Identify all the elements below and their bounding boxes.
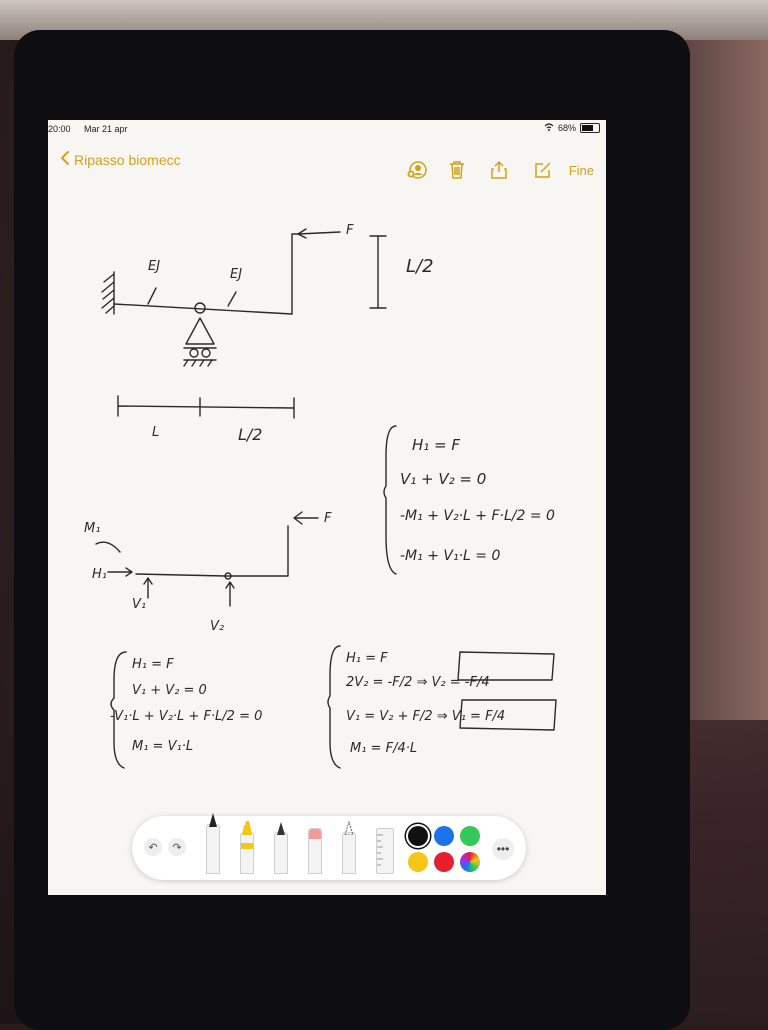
status-date: Mar 21 apr bbox=[84, 124, 128, 134]
eq2-line-2: V₁ + V₂ = 0 bbox=[132, 683, 207, 698]
status-time: 20:00 bbox=[48, 124, 71, 134]
battery-icon bbox=[580, 123, 600, 133]
status-right: 68% bbox=[544, 123, 600, 133]
eq1-line-1: H₁ = F bbox=[412, 436, 460, 454]
status-bar: 20:00 Mar 21 apr 68% bbox=[48, 120, 606, 138]
label-force-mid: F bbox=[324, 511, 332, 526]
eraser-tool-icon[interactable] bbox=[308, 828, 322, 874]
color-blue-swatch[interactable] bbox=[434, 826, 454, 846]
sketch-dimension bbox=[117, 395, 295, 419]
color-black-swatch[interactable] bbox=[408, 826, 428, 846]
done-button[interactable]: Fine bbox=[568, 162, 594, 178]
equation-system-2: H₁ = F V₁ + V₂ = 0 -V₁·L + V₂·L + F·L/2 … bbox=[110, 651, 262, 769]
eq3-line-3: V₁ = V₂ + F/2 ⇒ V₁ = F/4 bbox=[346, 709, 505, 724]
eq1-line-2: V₁ + V₂ = 0 bbox=[400, 470, 486, 488]
sketch-frame-2 bbox=[95, 511, 319, 607]
label-length: L bbox=[152, 425, 159, 440]
color-yellow-swatch[interactable] bbox=[408, 852, 428, 872]
share-icon[interactable] bbox=[487, 158, 511, 182]
equation-system-1: H₁ = F V₁ + V₂ = 0 -M₁ + V₂·L + F·L/2 = … bbox=[383, 425, 555, 575]
label-moment-m1: M₁ bbox=[84, 521, 100, 536]
nav-actions: Fine bbox=[405, 158, 606, 182]
battery-percent: 68% bbox=[557, 123, 576, 133]
wifi-icon bbox=[544, 123, 554, 133]
add-collaborator-icon[interactable] bbox=[405, 158, 429, 182]
equation-system-3: H₁ = F 2V₂ = -F/2 ⇒ V₂ = -F/4 V₁ = V₂ + … bbox=[327, 645, 557, 769]
eq3-line-2: 2V₂ = -F/2 ⇒ V₂ = -F/4 bbox=[346, 675, 490, 690]
more-options-icon[interactable]: ••• bbox=[492, 838, 514, 860]
ruler-tool-icon[interactable] bbox=[376, 828, 394, 874]
eq3-line-1: H₁ = F bbox=[346, 651, 388, 666]
back-button[interactable]: Ripasso biomecc bbox=[60, 150, 181, 169]
undo-icon[interactable]: ↶ bbox=[144, 838, 162, 856]
compose-icon[interactable] bbox=[531, 158, 555, 182]
sketch-wall bbox=[101, 271, 115, 315]
eq1-line-3: -M₁ + V₂·L + F·L/2 = 0 bbox=[400, 508, 555, 524]
eq2-line-3: -V₁·L + V₂·L + F·L/2 = 0 bbox=[110, 709, 262, 724]
label-h1: H₁ bbox=[92, 567, 107, 582]
background-paper-right bbox=[678, 40, 768, 720]
sketch-frame-1 bbox=[113, 228, 387, 367]
trash-icon[interactable] bbox=[445, 158, 469, 182]
color-picker-icon[interactable] bbox=[460, 852, 480, 872]
lasso-tool-icon[interactable] bbox=[342, 821, 356, 874]
eq2-line-1: H₁ = F bbox=[132, 657, 174, 672]
label-half-length-top: L/2 bbox=[406, 256, 434, 277]
marker-tool-icon[interactable] bbox=[240, 821, 254, 874]
color-green-swatch[interactable] bbox=[460, 826, 480, 846]
label-ej-2: EJ bbox=[230, 267, 242, 282]
label-ej-1: EJ bbox=[148, 259, 160, 274]
nav-bar: Ripasso biomecc Fine bbox=[48, 142, 606, 186]
redo-icon[interactable]: ↷ bbox=[168, 838, 186, 856]
eq1-line-4: -M₁ + V₁·L = 0 bbox=[400, 548, 500, 564]
color-red-swatch[interactable] bbox=[434, 852, 454, 872]
drawing-canvas[interactable]: EJ EJ F L/2 L L/2 F M₁ H₁ V₁ V₂ H₁ = F V… bbox=[48, 186, 606, 806]
back-label: Ripasso biomecc bbox=[74, 151, 181, 168]
label-v1: V₁ bbox=[132, 597, 146, 612]
notes-screen: 20:00 Mar 21 apr 68% Ripasso biomecc bbox=[48, 120, 606, 895]
pencil-tool-icon[interactable] bbox=[274, 822, 288, 874]
label-force-top: F bbox=[346, 223, 354, 238]
chevron-left-icon bbox=[60, 150, 70, 169]
label-v2: V₂ bbox=[210, 619, 224, 634]
markup-toolbar: ↶ ↷ ••• bbox=[132, 813, 526, 880]
pen-tool-icon[interactable] bbox=[206, 813, 220, 874]
eq2-line-4: M₁ = V₁·L bbox=[132, 739, 193, 754]
label-half-length: L/2 bbox=[238, 425, 262, 444]
eq3-line-4: M₁ = F/4·L bbox=[350, 741, 417, 756]
